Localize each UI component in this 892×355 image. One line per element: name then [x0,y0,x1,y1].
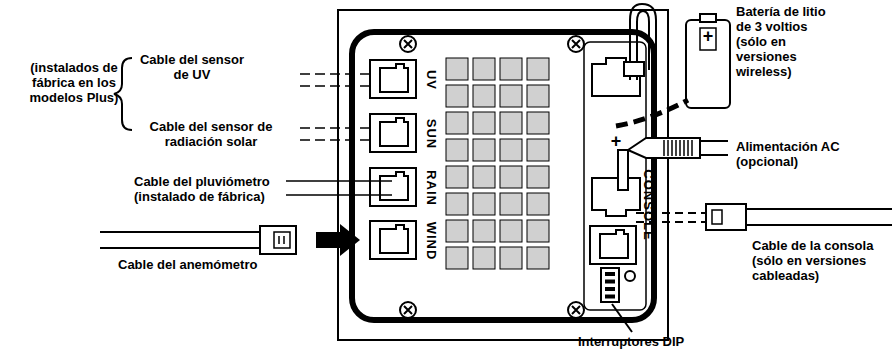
note: (instalados de fábrica en los modelos Pl… [28,60,120,105]
port-name: WIND [424,222,439,261]
switch-label: Interruptores DIP [578,334,718,349]
cable-label: Cable del sensor de radiación solar [136,119,286,149]
port-name: CONSOLE [641,169,656,240]
cable-label: Cable del pluviómetro (instalado de fábr… [134,174,284,204]
port-name: SUN [424,119,439,149]
cable-label: Cable del sensor de UV [136,52,248,82]
port-name: UV [424,70,439,90]
port-name: RAIN [424,170,439,206]
cable-label: Cable de la consola (sólo en versiones c… [752,238,887,283]
polarity-mark: + [701,27,715,45]
cable-label: Cable del anemómetro [118,257,278,272]
power-label: Alimentación AC (opcional) [736,139,846,169]
polarity-mark: + [609,132,623,150]
battery-label: Batería de litio de 3 voltios (sólo en v… [736,4,836,79]
